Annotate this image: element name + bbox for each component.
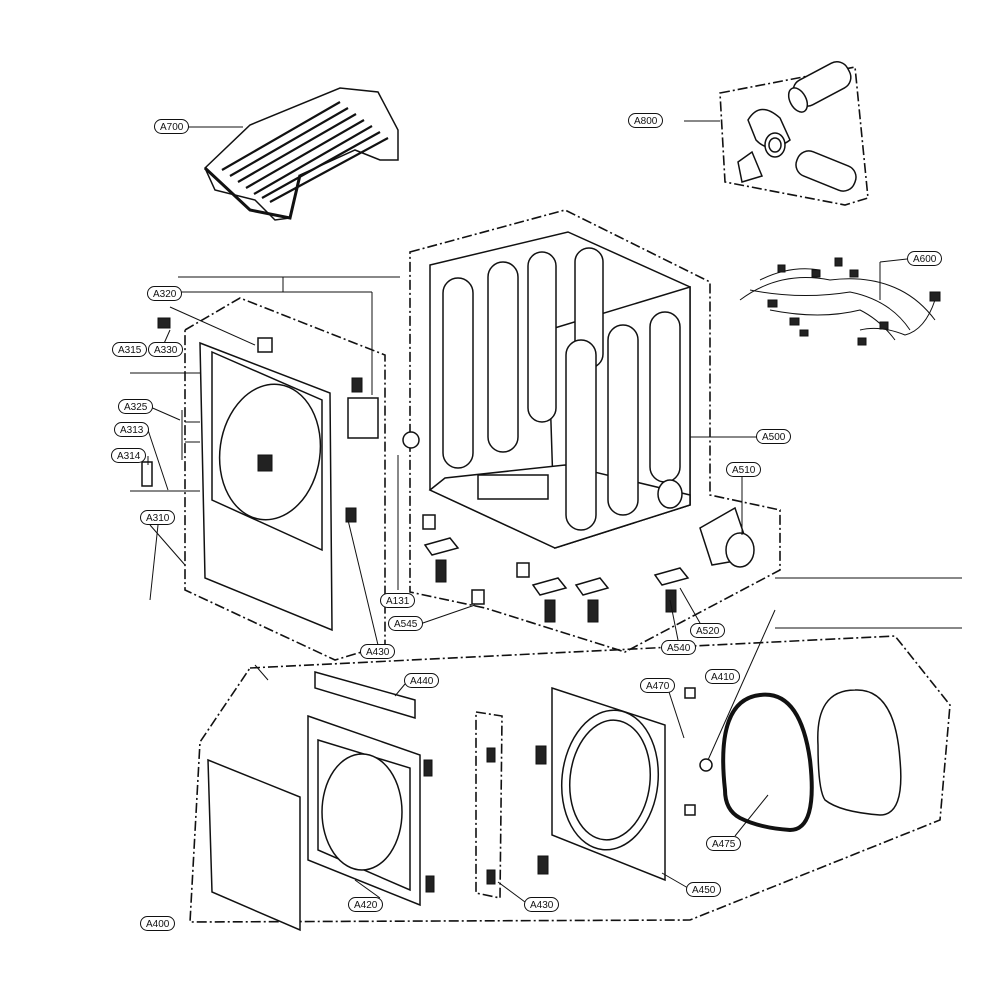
part-a310-rear-panel: [141, 317, 379, 632]
label-a545: A545: [388, 616, 424, 631]
part-a600-wire-harness: [739, 257, 941, 346]
label-a314: A314: [111, 448, 147, 463]
label-a400: A400: [140, 916, 176, 931]
label-a600: A600: [907, 251, 943, 266]
label-a313: A313: [114, 422, 150, 437]
label-a540: A540: [661, 640, 697, 655]
part-a475-gasket: [684, 687, 902, 833]
leader-a600: [879, 258, 908, 263]
label-a420: A420: [348, 897, 384, 912]
part-a510-exhaust-duct: [699, 506, 755, 568]
cabinet-group-outline: [409, 209, 781, 653]
label-a430-bottom: A430: [524, 897, 560, 912]
part-a500-cabinet: [402, 231, 691, 550]
part-a440-trim: [314, 671, 416, 720]
part-a430-bracket-strip: [475, 711, 503, 899]
leader-a410: [707, 609, 776, 761]
label-a475: A475: [706, 836, 742, 851]
label-a315: A315: [112, 342, 148, 357]
label-a440: A440: [404, 673, 440, 688]
front-group-outline: [189, 635, 951, 923]
part-a450-front-bulkhead: [535, 686, 666, 882]
label-a131: A131: [380, 593, 416, 608]
label-a700: A700: [154, 119, 190, 134]
label-a500: A500: [756, 429, 792, 444]
part-a400-door: [207, 758, 301, 932]
label-a510: A510: [726, 462, 762, 477]
label-a450: A450: [686, 882, 722, 897]
cabinet-feet: [422, 514, 690, 623]
label-a800: A800: [628, 113, 664, 128]
label-a310: A310: [140, 510, 176, 525]
label-a470: A470: [640, 678, 676, 693]
label-a330: A330: [148, 342, 184, 357]
part-a420-front-panel: [307, 714, 435, 907]
label-a320: A320: [147, 286, 183, 301]
label-a410: A410: [705, 669, 741, 684]
label-a325: A325: [118, 399, 154, 414]
part-a800-duct-kit: [737, 61, 857, 192]
label-a520: A520: [690, 623, 726, 638]
label-a430-top: A430: [360, 644, 396, 659]
part-a700-filter-housing: [203, 87, 399, 221]
